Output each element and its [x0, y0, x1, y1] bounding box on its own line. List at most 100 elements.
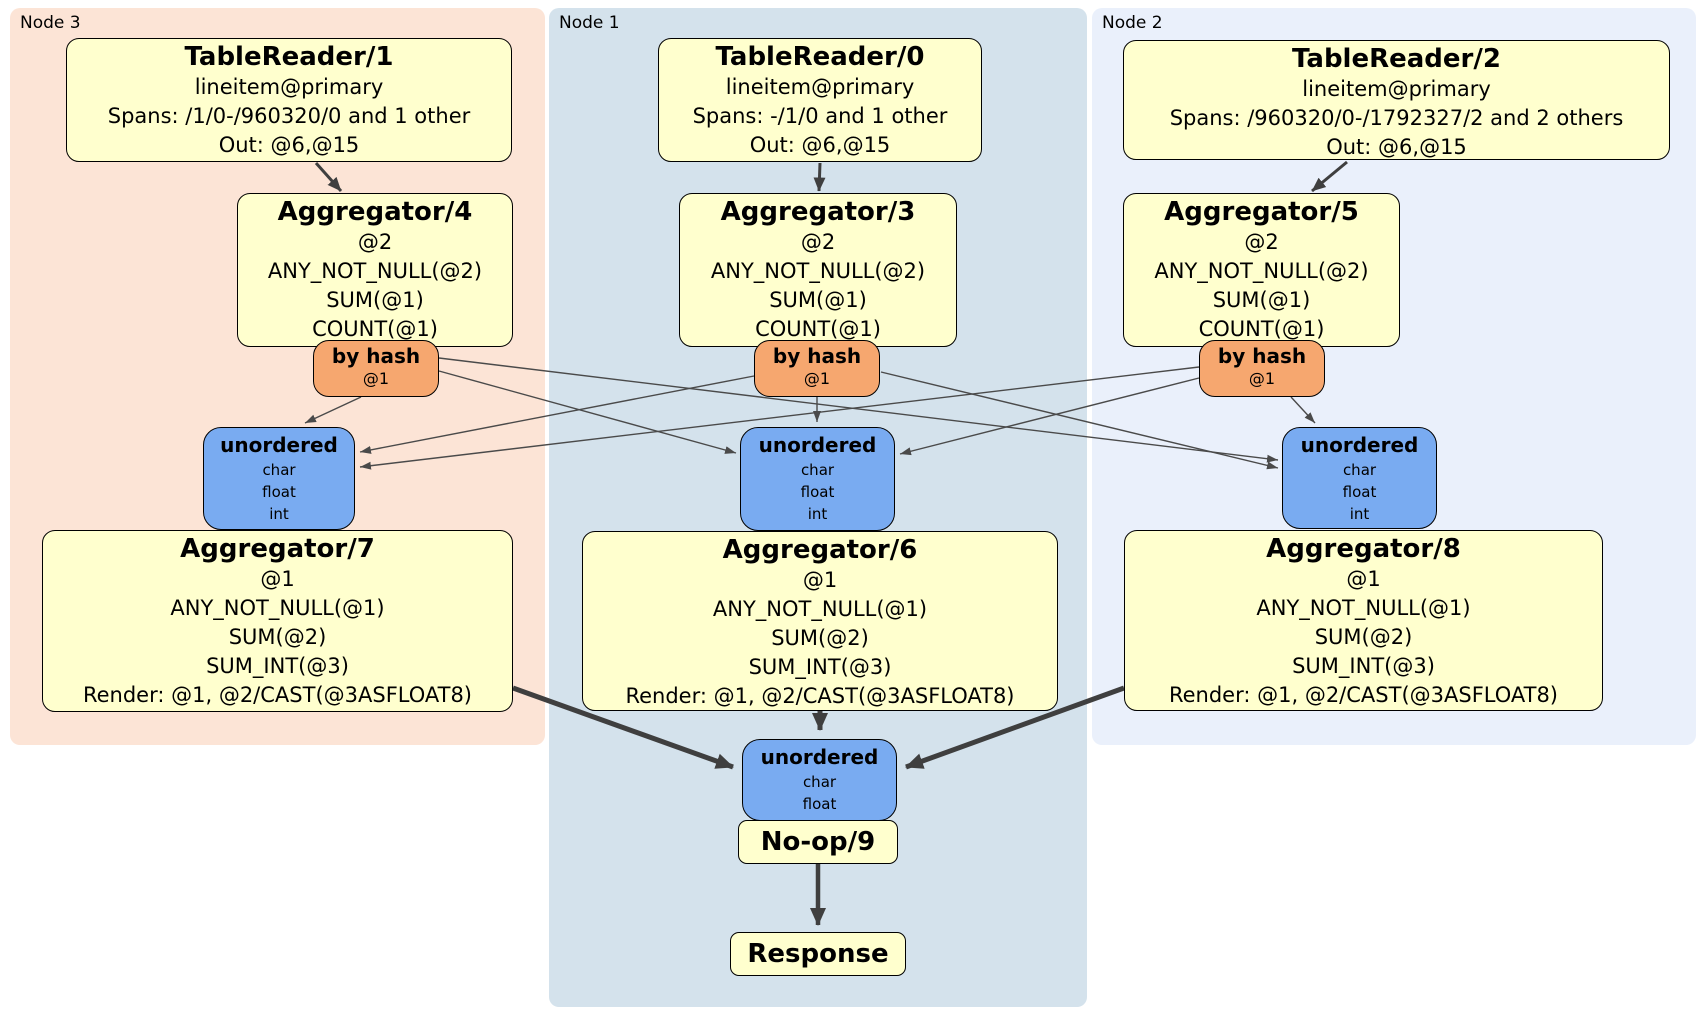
node-detail: SUM(@1)	[326, 288, 424, 312]
sync-title: unordered	[1300, 433, 1419, 457]
node-detail: ANY_NOT_NULL(@1)	[712, 597, 928, 621]
node-detail: Out: @6,@15	[749, 133, 891, 157]
node-detail: @1	[802, 568, 838, 592]
sync-detail: float	[1342, 483, 1377, 501]
edge-hash-node2-sync-node2	[1290, 396, 1316, 424]
sync-detail: char	[800, 461, 835, 479]
sync-title: unordered	[220, 433, 338, 457]
edge-hash-node3-sync-node1	[438, 370, 737, 454]
router-title: by hash	[331, 344, 421, 368]
node-detail: ANY_NOT_NULL(@2)	[267, 259, 483, 283]
sync-unordered-final: unordered char float	[742, 739, 897, 821]
edge-hash-node1-sync-node2	[880, 371, 1279, 470]
edge-hash-node3-sync-node2	[438, 357, 1279, 463]
sync-unordered-node2: unordered char float int	[1282, 427, 1437, 529]
edge-hash-node2-sync-node3	[359, 366, 1200, 470]
router-detail: @1	[362, 369, 390, 388]
sync-detail: int	[269, 505, 289, 523]
node-title: TableReader/0	[715, 42, 925, 72]
edge-tablereader2-aggregator5	[1311, 160, 1348, 193]
node-title: Aggregator/4	[277, 197, 473, 227]
region-label-node-3: Node 3	[20, 13, 81, 33]
node-detail: Render: @1, @2/CAST(@3ASFLOAT8)	[1168, 683, 1559, 707]
node-aggregator-7: Aggregator/7 @1 ANY_NOT_NULL(@1) SUM(@2)…	[42, 530, 513, 712]
node-detail: lineitem@primary	[725, 75, 915, 99]
sync-detail: float	[800, 483, 835, 501]
node-detail: Render: @1, @2/CAST(@3ASFLOAT8)	[625, 684, 1015, 708]
node-detail: Render: @1, @2/CAST(@3ASFLOAT8)	[82, 683, 473, 707]
sync-title: unordered	[760, 745, 879, 769]
node-tablereader-1: TableReader/1 lineitem@primary Spans: /1…	[66, 38, 512, 162]
node-detail: Out: @6,@15	[218, 133, 360, 157]
node-detail: @1	[260, 567, 295, 591]
edge-hash-node3-sync-node3	[304, 396, 362, 424]
node-detail: SUM(@1)	[769, 288, 867, 312]
router-title: by hash	[1217, 344, 1307, 368]
node-title: Aggregator/7	[180, 534, 375, 564]
node-detail: @2	[357, 230, 393, 254]
node-detail: lineitem@primary	[1302, 77, 1491, 101]
edge-aggregator7-final-sync	[512, 685, 734, 770]
node-detail: COUNT(@1)	[312, 317, 438, 341]
node-detail: SUM(@1)	[1212, 288, 1311, 312]
router-by-hash-node1: by hash @1	[754, 340, 880, 397]
node-title: Aggregator/6	[722, 535, 918, 565]
router-detail: @1	[1248, 369, 1276, 388]
node-detail: COUNT(@1)	[1198, 317, 1325, 341]
router-by-hash-node2: by hash @1	[1199, 340, 1325, 397]
node-detail: ANY_NOT_NULL(@1)	[1256, 596, 1471, 620]
node-detail: ANY_NOT_NULL(@2)	[1154, 259, 1369, 283]
router-detail: @1	[803, 369, 831, 388]
node-noop-9: No-op/9	[738, 820, 898, 864]
node-tablereader-2: TableReader/2 lineitem@primary Spans: /9…	[1123, 40, 1670, 160]
node-aggregator-5: Aggregator/5 @2 ANY_NOT_NULL(@2) SUM(@1)…	[1123, 193, 1400, 347]
node-title: Aggregator/3	[720, 197, 916, 227]
node-title: TableReader/2	[1292, 44, 1501, 74]
node-detail: COUNT(@1)	[755, 317, 881, 341]
edge-hash-node1-sync-node3	[359, 375, 755, 454]
sync-detail: float	[802, 795, 837, 813]
node-detail: SUM_INT(@3)	[748, 655, 892, 679]
sync-detail: char	[262, 461, 296, 479]
node-detail: ANY_NOT_NULL(@2)	[710, 259, 926, 283]
region-label-node-1: Node 1	[559, 13, 620, 33]
node-title: No-op/9	[760, 827, 876, 857]
sync-detail: int	[1349, 505, 1370, 523]
node-detail: @1	[1346, 567, 1381, 591]
node-detail: lineitem@primary	[194, 75, 384, 99]
sync-detail: char	[802, 773, 837, 791]
sync-detail: char	[1342, 461, 1377, 479]
node-tablereader-0: TableReader/0 lineitem@primary Spans: -/…	[658, 38, 982, 162]
sync-title: unordered	[758, 433, 877, 457]
node-title: Response	[747, 939, 889, 969]
node-detail: SUM(@2)	[771, 626, 869, 650]
edge-hash-node2-sync-node1	[899, 377, 1200, 456]
node-title: Aggregator/8	[1266, 534, 1461, 564]
node-detail: SUM_INT(@3)	[1292, 654, 1435, 678]
edge-tablereader0-aggregator3	[813, 162, 826, 192]
node-detail: Spans: /1/0-/960320/0 and 1 other	[107, 104, 471, 128]
sync-unordered-node3: unordered char float int	[203, 427, 355, 530]
router-by-hash-node3: by hash @1	[313, 340, 439, 397]
node-title: TableReader/1	[184, 42, 394, 72]
sync-unordered-node1: unordered char float int	[740, 427, 895, 531]
node-detail: Spans: -/1/0 and 1 other	[692, 104, 948, 128]
node-aggregator-6: Aggregator/6 @1 ANY_NOT_NULL(@1) SUM(@2)…	[582, 531, 1058, 711]
router-title: by hash	[772, 344, 862, 368]
edge-aggregator8-final-sync	[905, 685, 1125, 770]
sync-detail: int	[807, 505, 828, 523]
node-aggregator-8: Aggregator/8 @1 ANY_NOT_NULL(@1) SUM(@2)…	[1124, 530, 1603, 711]
node-detail: SUM(@2)	[228, 625, 327, 649]
node-detail: @2	[800, 230, 836, 254]
node-detail: @2	[1244, 230, 1279, 254]
region-label-node-2: Node 2	[1102, 13, 1163, 33]
node-detail: SUM(@2)	[1314, 625, 1413, 649]
node-detail: Out: @6,@15	[1326, 135, 1467, 159]
node-aggregator-4: Aggregator/4 @2 ANY_NOT_NULL(@2) SUM(@1)…	[237, 193, 513, 347]
node-detail: ANY_NOT_NULL(@1)	[170, 596, 385, 620]
node-title: Aggregator/5	[1164, 197, 1359, 227]
node-detail: Spans: /960320/0-/1792327/2 and 2 others	[1169, 106, 1624, 130]
node-detail: SUM_INT(@3)	[206, 654, 349, 678]
